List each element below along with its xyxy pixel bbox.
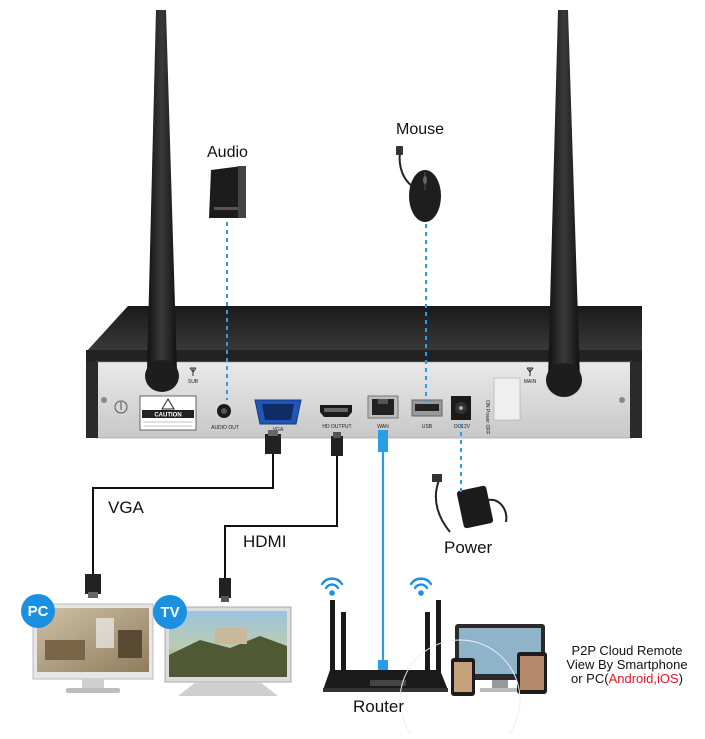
antenna-right [546,10,582,397]
vga-port-label: VGA [273,427,284,433]
warning-icon [161,398,175,410]
hdmi-port: HD OUTPUT [320,405,352,430]
p2p-line-1: P2P Cloud Remote [571,643,683,658]
screw-icon [619,397,625,403]
power-label: Power [444,538,493,557]
power-switch-label: ON Power OFF [484,400,490,434]
ground-icon [114,400,128,414]
main-antenna-mark: MAIN [524,367,537,385]
dc-power-port: DC12V [451,396,471,430]
wan-port-label: WAN [377,424,389,430]
remote-devices-illustration [451,624,547,696]
sub-port-label: SUB [188,379,199,385]
usb-port-label: USB [422,424,433,430]
wan-port: WAN [367,395,399,430]
sub-antenna-mark: SUB [188,367,199,385]
antenna-left [145,10,179,392]
tv-badge: TV [153,595,187,629]
wifi-icon [409,577,433,596]
power-adapter-icon [432,474,508,533]
caution-text: CAUTION [154,413,181,419]
pc-badge-text: PC [28,603,49,620]
usb-port: USB [411,399,443,430]
speaker-icon [209,166,246,218]
antenna-icon [189,367,197,376]
audio-out-port: AUDIO OUT [211,404,239,431]
mouse-label: Mouse [396,121,445,138]
caution-label: CAUTION [139,395,197,431]
router-device [323,600,448,692]
tv-display [164,606,292,696]
tv-badge-text: TV [160,604,179,621]
nvr-device: CAUTION SUB MAIN AUDIO OUT VGA [86,306,642,439]
nvr-side-left [86,362,98,438]
p2p-line-2: View By Smartphone [566,657,688,672]
p2p-cloud-caption: P2P Cloud Remote View By Smartphone or P… [557,644,697,686]
nvr-front-lip [86,350,642,362]
antenna-icon [526,367,534,376]
audio-out-label: AUDIO OUT [211,425,239,431]
vga-cable [85,430,281,598]
p2p-line-3-prefix: or PC( [571,671,609,686]
p2p-platforms: Android,iOS [608,671,679,686]
mouse-icon [396,146,441,222]
network-cable [378,430,388,680]
hd-output-label: HD OUTPUT [322,424,351,430]
main-port-label: MAIN [524,379,537,385]
vga-port: VGA [254,399,302,433]
p2p-line-3-suffix: ) [678,671,683,686]
pc-badge: PC [21,594,55,628]
info-sticker [493,377,521,421]
nvr-side-right [630,362,642,438]
hdmi-cable [219,432,343,602]
pc-monitor [32,603,154,693]
router-label: Router [353,697,405,716]
audio-label: Audio [207,144,248,161]
vga-label: VGA [108,498,144,517]
p2p-line-3: or PC(Android,iOS) [557,672,697,686]
decorative-arc [399,639,521,739]
hdmi-label: HDMI [243,532,287,551]
wifi-icon [320,577,344,596]
nvr-top [86,306,642,352]
screw-icon [101,397,107,403]
dc-port-label: DC12V [454,424,471,430]
